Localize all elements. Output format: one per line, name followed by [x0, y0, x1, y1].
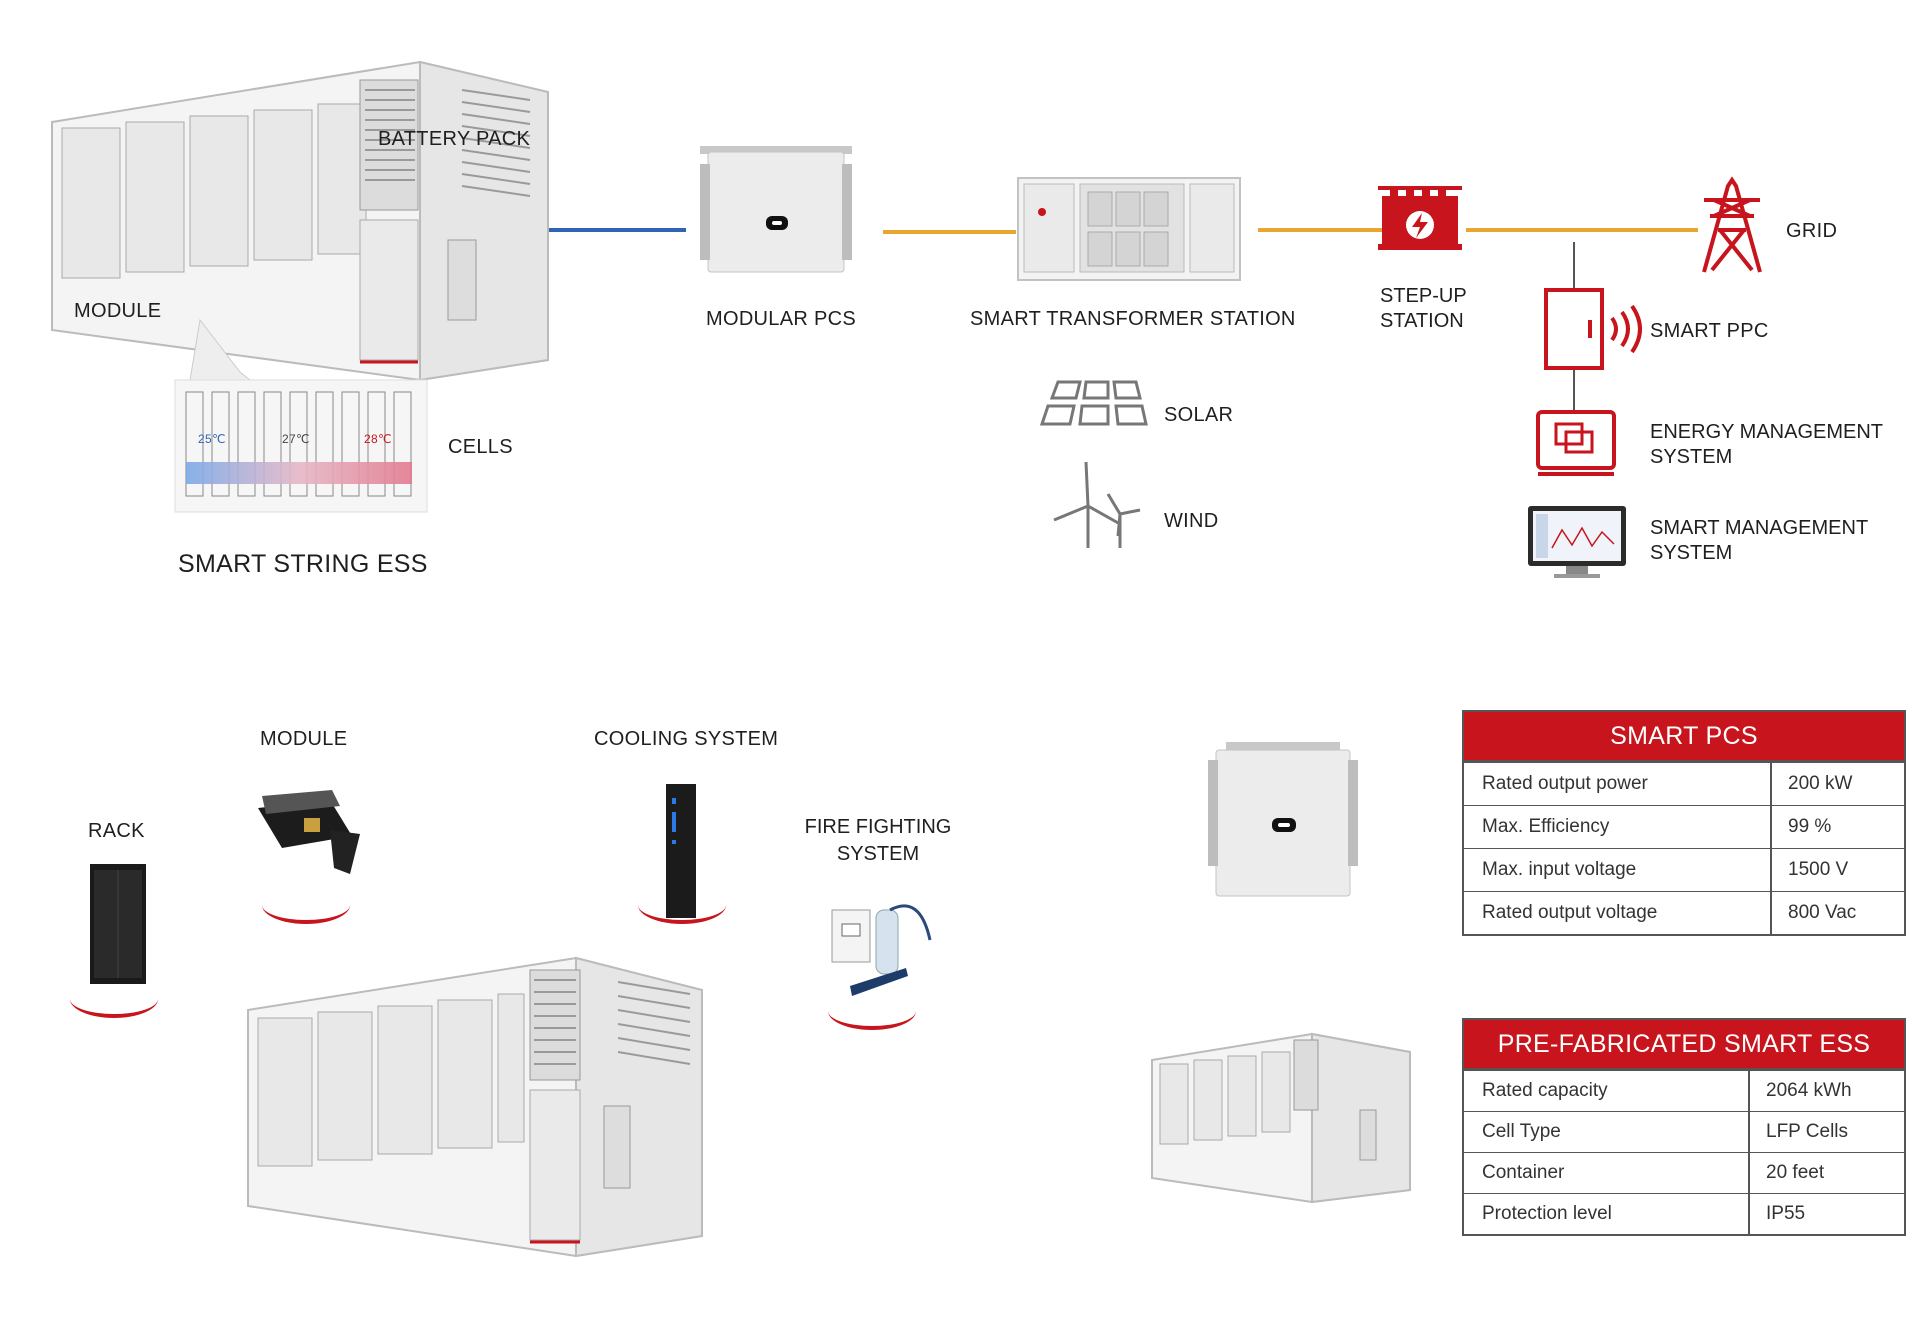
smart-string-ess-title: SMART STRING ESS: [178, 550, 428, 578]
spec-key: Max. input voltage: [1464, 849, 1772, 891]
cooling-underline: [638, 886, 726, 924]
spec-key: Protection level: [1464, 1194, 1750, 1234]
fire-underline: [828, 992, 916, 1030]
transformer-station-illustration: [1017, 177, 1241, 281]
table-row: Rated output voltage 800 Vac: [1464, 891, 1904, 934]
module-illustration: [258, 790, 360, 874]
spec-value: 800 Vac: [1788, 902, 1857, 923]
smart-pcs-illustration: [1208, 742, 1358, 897]
spec-value: IP55: [1766, 1203, 1806, 1224]
table-row: Max. input voltage 1500 V: [1464, 848, 1904, 891]
table-row: Container 20 feet: [1464, 1152, 1904, 1193]
cooling-system-label: COOLING SYSTEM: [594, 728, 779, 750]
grid-label: GRID: [1786, 220, 1838, 242]
solar-panel-icon: [1039, 380, 1148, 426]
cell-temp-2: 27℃: [282, 432, 310, 446]
step-up-station-icon: [1378, 186, 1462, 250]
ess-container-large-illustration: [247, 956, 703, 1258]
modular-pcs-label: MODULAR PCS: [706, 308, 856, 330]
smart-pcs-table-title: SMART PCS: [1464, 712, 1904, 762]
table-row: Rated capacity 2064 kWh: [1464, 1070, 1904, 1111]
spec-value: 99 %: [1788, 816, 1832, 837]
spec-key: Max. Efficiency: [1464, 806, 1772, 848]
cell-temp-1: 25℃: [198, 432, 226, 446]
smart-ppc-label: SMART PPC: [1650, 320, 1769, 342]
module-label-top: MODULE: [74, 300, 162, 322]
module-label-bottom: MODULE: [260, 728, 348, 750]
smart-ppc-icon: [1544, 288, 1642, 370]
sms-monitor-icon: [1528, 506, 1626, 578]
fire-fighting-illustration: [831, 904, 932, 996]
table-row: Protection level IP55: [1464, 1193, 1904, 1234]
smart-transformer-station-label: SMART TRANSFORMER STATION: [970, 308, 1296, 330]
solar-label: SOLAR: [1164, 404, 1234, 426]
module-underline: [262, 886, 350, 924]
spec-key: Rated output voltage: [1464, 892, 1772, 934]
grid-tower-icon: [1702, 176, 1762, 273]
table-row: Rated output power 200 kW: [1464, 762, 1904, 805]
spec-key: Rated output power: [1464, 763, 1772, 805]
spec-value: 2064 kWh: [1766, 1080, 1852, 1101]
battery-pack-label: BATTERY PACK: [378, 128, 531, 150]
spec-key: Container: [1464, 1153, 1750, 1193]
rack-label: RACK: [88, 820, 145, 842]
sms-label: SMART MANAGEMENT SYSTEM: [1650, 517, 1868, 564]
ess-container-illustration: [51, 60, 549, 382]
prefab-ess-illustration: [1151, 1032, 1411, 1204]
table-row: Max. Efficiency 99 %: [1464, 805, 1904, 848]
spec-value: 200 kW: [1788, 773, 1853, 794]
cell-temp-3: 28℃: [364, 432, 392, 446]
spec-key: Rated capacity: [1464, 1071, 1750, 1111]
spec-value: 1500 V: [1788, 859, 1849, 880]
rack-illustration: [90, 864, 146, 984]
ems-monitor-icon: [1536, 410, 1616, 476]
wind-label: WIND: [1164, 510, 1219, 532]
spec-value: LFP Cells: [1766, 1121, 1849, 1142]
cells-label: CELLS: [448, 436, 513, 458]
fire-fighting-label: FIRE FIGHTING SYSTEM: [804, 816, 952, 865]
rack-underline: [70, 980, 158, 1018]
prefab-ess-table: PRE-FABRICATED SMART ESS Rated capacity …: [1462, 1018, 1906, 1236]
step-up-station-label: STEP-UP STATION: [1380, 285, 1467, 332]
modular-pcs-illustration: [700, 146, 852, 273]
ems-label: ENERGY MANAGEMENT SYSTEM: [1650, 421, 1883, 468]
smart-pcs-table: SMART PCS Rated output power 200 kW Max.…: [1462, 710, 1906, 936]
spec-key: Cell Type: [1464, 1112, 1750, 1152]
prefab-ess-table-title: PRE-FABRICATED SMART ESS: [1464, 1020, 1904, 1070]
table-row: Cell Type LFP Cells: [1464, 1111, 1904, 1152]
wind-turbine-icon: [1053, 461, 1141, 548]
cells-inset: [174, 318, 428, 513]
spec-value: 20 feet: [1766, 1162, 1825, 1183]
